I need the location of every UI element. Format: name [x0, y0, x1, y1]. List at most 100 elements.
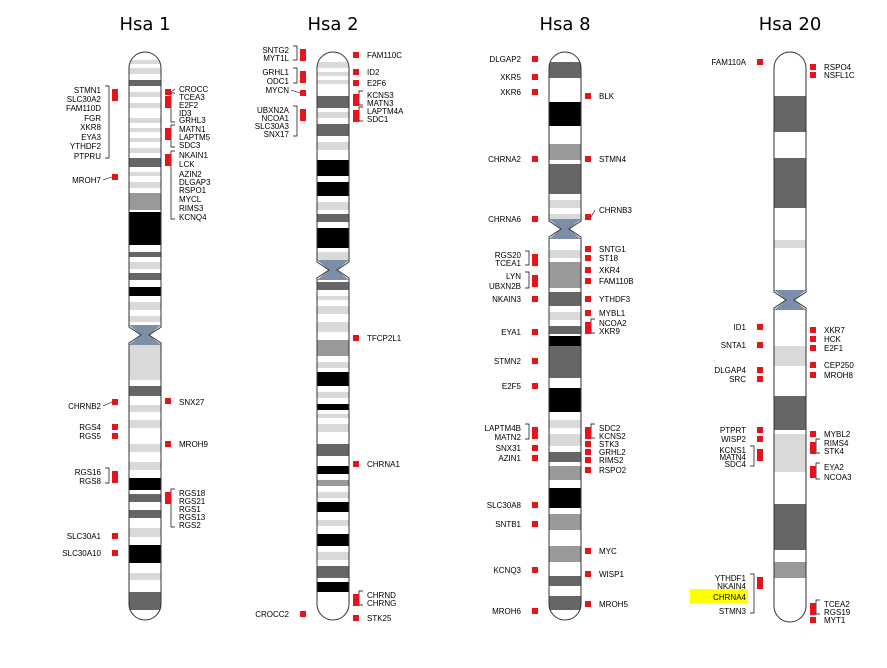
locus-marker [585, 93, 591, 99]
chromosome-band [317, 322, 349, 332]
gene-label: KCNS3 [367, 91, 394, 100]
gene-label: SRC [729, 375, 746, 384]
locus-marker [532, 455, 538, 461]
gene-label: MYBL1 [599, 309, 626, 318]
gene-label: E2F5 [502, 382, 522, 391]
chromosome-band [129, 494, 161, 502]
locus-marker [300, 55, 306, 61]
locus-marker [532, 427, 538, 433]
locus-marker [532, 275, 538, 281]
chromosome-band [129, 128, 161, 132]
chromosome-band [317, 182, 349, 196]
chromosome-band [549, 312, 581, 320]
chromosome-band [317, 62, 349, 68]
chromosome-band [317, 372, 349, 386]
locus-marker [532, 608, 538, 614]
locus-marker [165, 492, 171, 498]
chromosome-band [774, 158, 806, 208]
gene-label: ST18 [599, 254, 619, 263]
gene-label: SLC30A8 [487, 501, 522, 510]
locus-marker [353, 69, 359, 75]
chromosome-band [317, 340, 349, 356]
gene-label: MYCN [265, 86, 289, 95]
locus-marker [585, 571, 591, 577]
centromere [774, 290, 806, 310]
gene-label: FAM110D [66, 104, 101, 113]
gene-label: BLK [599, 92, 615, 101]
locus-marker [300, 109, 306, 115]
chromosome-band [549, 420, 581, 428]
gene-label: XKR7 [824, 326, 845, 335]
chromosome-band [549, 388, 581, 412]
chromosome-band [549, 214, 581, 222]
gene-label: SNX27 [179, 398, 205, 407]
chromosome-band [774, 96, 806, 132]
gene-label: LAPTM4B [485, 424, 521, 433]
chromosome-band [317, 480, 349, 486]
gene-label: MYBL2 [824, 430, 851, 439]
gene-label: DLGAP2 [489, 55, 521, 64]
locus-marker [165, 96, 171, 102]
leader-line [590, 209, 596, 218]
gene-label: RSPO1 [179, 186, 207, 195]
locus-marker [757, 376, 763, 382]
group-bracket [358, 590, 363, 606]
chromosome-band [549, 488, 581, 508]
locus-marker [585, 310, 591, 316]
gene-label: ID3 [179, 109, 192, 118]
gene-label: MYT1 [824, 616, 846, 625]
locus-marker [810, 466, 816, 472]
leader-line [290, 89, 301, 94]
locus-marker [532, 383, 538, 389]
locus-marker [353, 594, 359, 600]
chromosome-band [129, 182, 161, 188]
gene-label: NKAIN1 [179, 151, 208, 160]
gene-label: CHRNA2 [488, 155, 521, 164]
locus-marker [532, 433, 538, 439]
chromosome-band [317, 534, 349, 546]
gene-label: PTPRT [720, 426, 746, 435]
locus-marker [810, 603, 816, 609]
locus-marker [585, 296, 591, 302]
gene-label: XKR8 [80, 123, 101, 132]
locus-marker [112, 399, 118, 405]
gene-label: SLC30A1 [67, 532, 102, 541]
chromosome-band [549, 250, 581, 258]
gene-label: MATN4 [719, 453, 746, 462]
locus-marker [810, 472, 816, 478]
gene-label: KCNS2 [599, 432, 626, 441]
chromosome-band [549, 576, 581, 586]
gene-label: CHRNA4 [713, 593, 746, 602]
chromosome-band [129, 252, 161, 257]
gene-label: CROCC [179, 85, 209, 94]
gene-label: LAPTM5 [179, 133, 211, 142]
gene-label: RGS16 [75, 468, 102, 477]
chromosome-band [774, 240, 806, 248]
chromosome-band [129, 68, 161, 74]
gene-label: LYN [506, 272, 521, 281]
chromosome-bands [774, 52, 806, 622]
chromosome-band [317, 252, 349, 260]
chromosome-band [129, 80, 161, 86]
gene-label: NSFL1C [824, 71, 855, 80]
chromosome-band [129, 444, 161, 452]
chromosome-band [549, 452, 581, 462]
chromosome-band [129, 342, 161, 380]
chromosome-band [129, 273, 161, 280]
gene-label: MROH5 [599, 600, 628, 609]
chromosome-band [129, 386, 161, 396]
chromosome-band [317, 444, 349, 456]
centromere [549, 219, 581, 239]
locus-marker [532, 358, 538, 364]
chromosome-outline [548, 51, 582, 621]
group-bracket [358, 90, 363, 106]
chromosome-band [129, 462, 161, 470]
gene-label: RGS13 [179, 513, 206, 522]
gene-label: SNX31 [496, 444, 522, 453]
locus-marker [532, 89, 538, 95]
chromosome-band [129, 92, 161, 97]
gene-label: TCEA1 [495, 259, 521, 268]
group-bracket [170, 150, 175, 220]
chromosome-band [317, 202, 349, 210]
locus-marker [757, 577, 763, 583]
